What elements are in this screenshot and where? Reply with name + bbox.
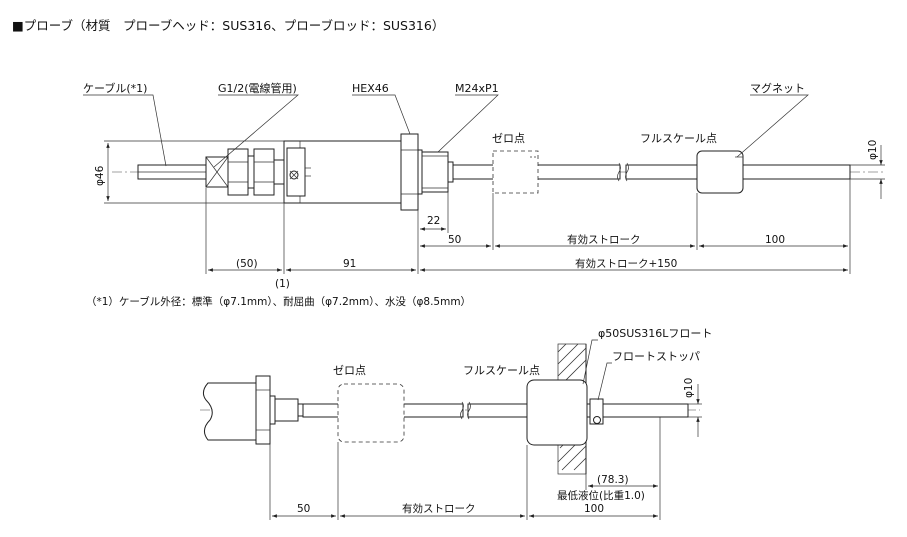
m24-label: M24xP1 <box>455 82 499 95</box>
min-level-label: 最低液位(比重1.0) <box>557 489 645 502</box>
fullscale-label: フルスケール点 <box>640 132 717 145</box>
hex46-label: HEX46 <box>352 82 389 95</box>
dim-stroke: 有効ストローク <box>567 233 641 246</box>
phi10-label: φ10 <box>867 140 879 160</box>
lower-dim-50: 50 <box>297 503 310 515</box>
dim-1: (1) <box>275 278 290 290</box>
phi46-label: φ46 <box>94 165 106 186</box>
page-title: ■プローブ（材質 プローブヘッド：SUS316、プローブロッド：SUS316） <box>12 18 444 33</box>
lower-phi10-label: φ10 <box>683 378 695 398</box>
cable-label: ケーブル(*1) <box>83 81 147 95</box>
lower-zero-label: ゼロ点 <box>333 364 366 377</box>
lower-dim-100: 100 <box>584 503 604 515</box>
hex46-nut <box>400 133 419 211</box>
dim-50p: (50) <box>236 258 258 270</box>
dim-22: 22 <box>427 215 440 227</box>
lower-hex-nut <box>255 375 271 445</box>
float-zero-point <box>492 150 539 194</box>
stopper-label: フロートストッパ <box>612 350 700 363</box>
dim-50: 50 <box>448 234 461 246</box>
float-label: φ50SUS316Lフロート <box>598 327 712 340</box>
m24-thread <box>421 151 449 193</box>
lower-dim-stroke: 有効ストローク <box>402 502 476 515</box>
magnet-label: マグネット <box>750 81 805 95</box>
zero-label: ゼロ点 <box>492 132 525 145</box>
lower-float-zero-point <box>337 383 405 443</box>
dim-stroke150: 有効ストローク+150 <box>575 257 677 270</box>
dim-100: 100 <box>765 234 785 246</box>
upper-probe-drawing: ケーブル(*1) G1/2(電線管用) HEX46 M24xP1 ゼロ点 フルス… <box>83 81 885 308</box>
g12-label: G1/2(電線管用) <box>218 81 297 95</box>
lower-fullscale-label: フルスケール点 <box>463 364 540 377</box>
dim-91: 91 <box>343 258 356 270</box>
dim-783: (78.3) <box>597 474 629 486</box>
cable-note: （*1）ケーブル外径：標準（φ7.1mm）、耐屈曲（φ7.2mm）、水没（φ8.… <box>86 295 471 308</box>
lower-probe-drawing: ゼロ点 フルスケール点 φ50SUS316Lフロート フロートストッパ φ10 … <box>200 327 712 520</box>
lower-float-full-scale <box>526 379 588 446</box>
float-full-scale <box>696 150 744 194</box>
